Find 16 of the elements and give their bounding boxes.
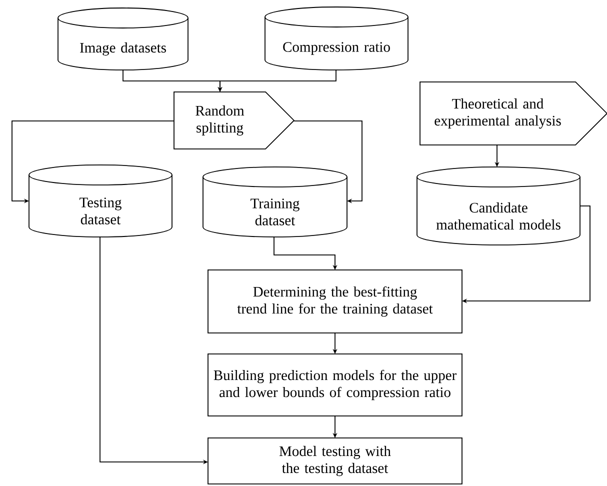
pentagon-node: Theoretical and experimental analysis — [420, 82, 607, 146]
cylinder-node: Training dataset — [202, 166, 348, 238]
process-box: Determining the best-fitting trend line for the training dataset — [208, 270, 462, 334]
cylinder-node: Compression ratio — [264, 6, 408, 70]
node-label: Candidate mathematical models — [436, 202, 560, 230]
node-label: Image datasets — [80, 42, 166, 56]
process-box: Model testing with the testing dataset — [208, 438, 462, 484]
node-label: Training dataset — [250, 198, 300, 226]
process-box: Building prediction models for the upper and lower bounds of compression ratio — [208, 354, 462, 416]
cylinder-node: Candidate mathematical models — [416, 166, 580, 246]
cylinder-node: Testing dataset — [28, 164, 172, 238]
arrow — [294, 120, 362, 204]
pentagon-node: Random splitting — [174, 92, 295, 150]
node-label: Testing dataset — [80, 198, 122, 224]
node-label: Compression ratio — [283, 42, 390, 55]
cylinder-node: Image datasets — [58, 8, 188, 70]
